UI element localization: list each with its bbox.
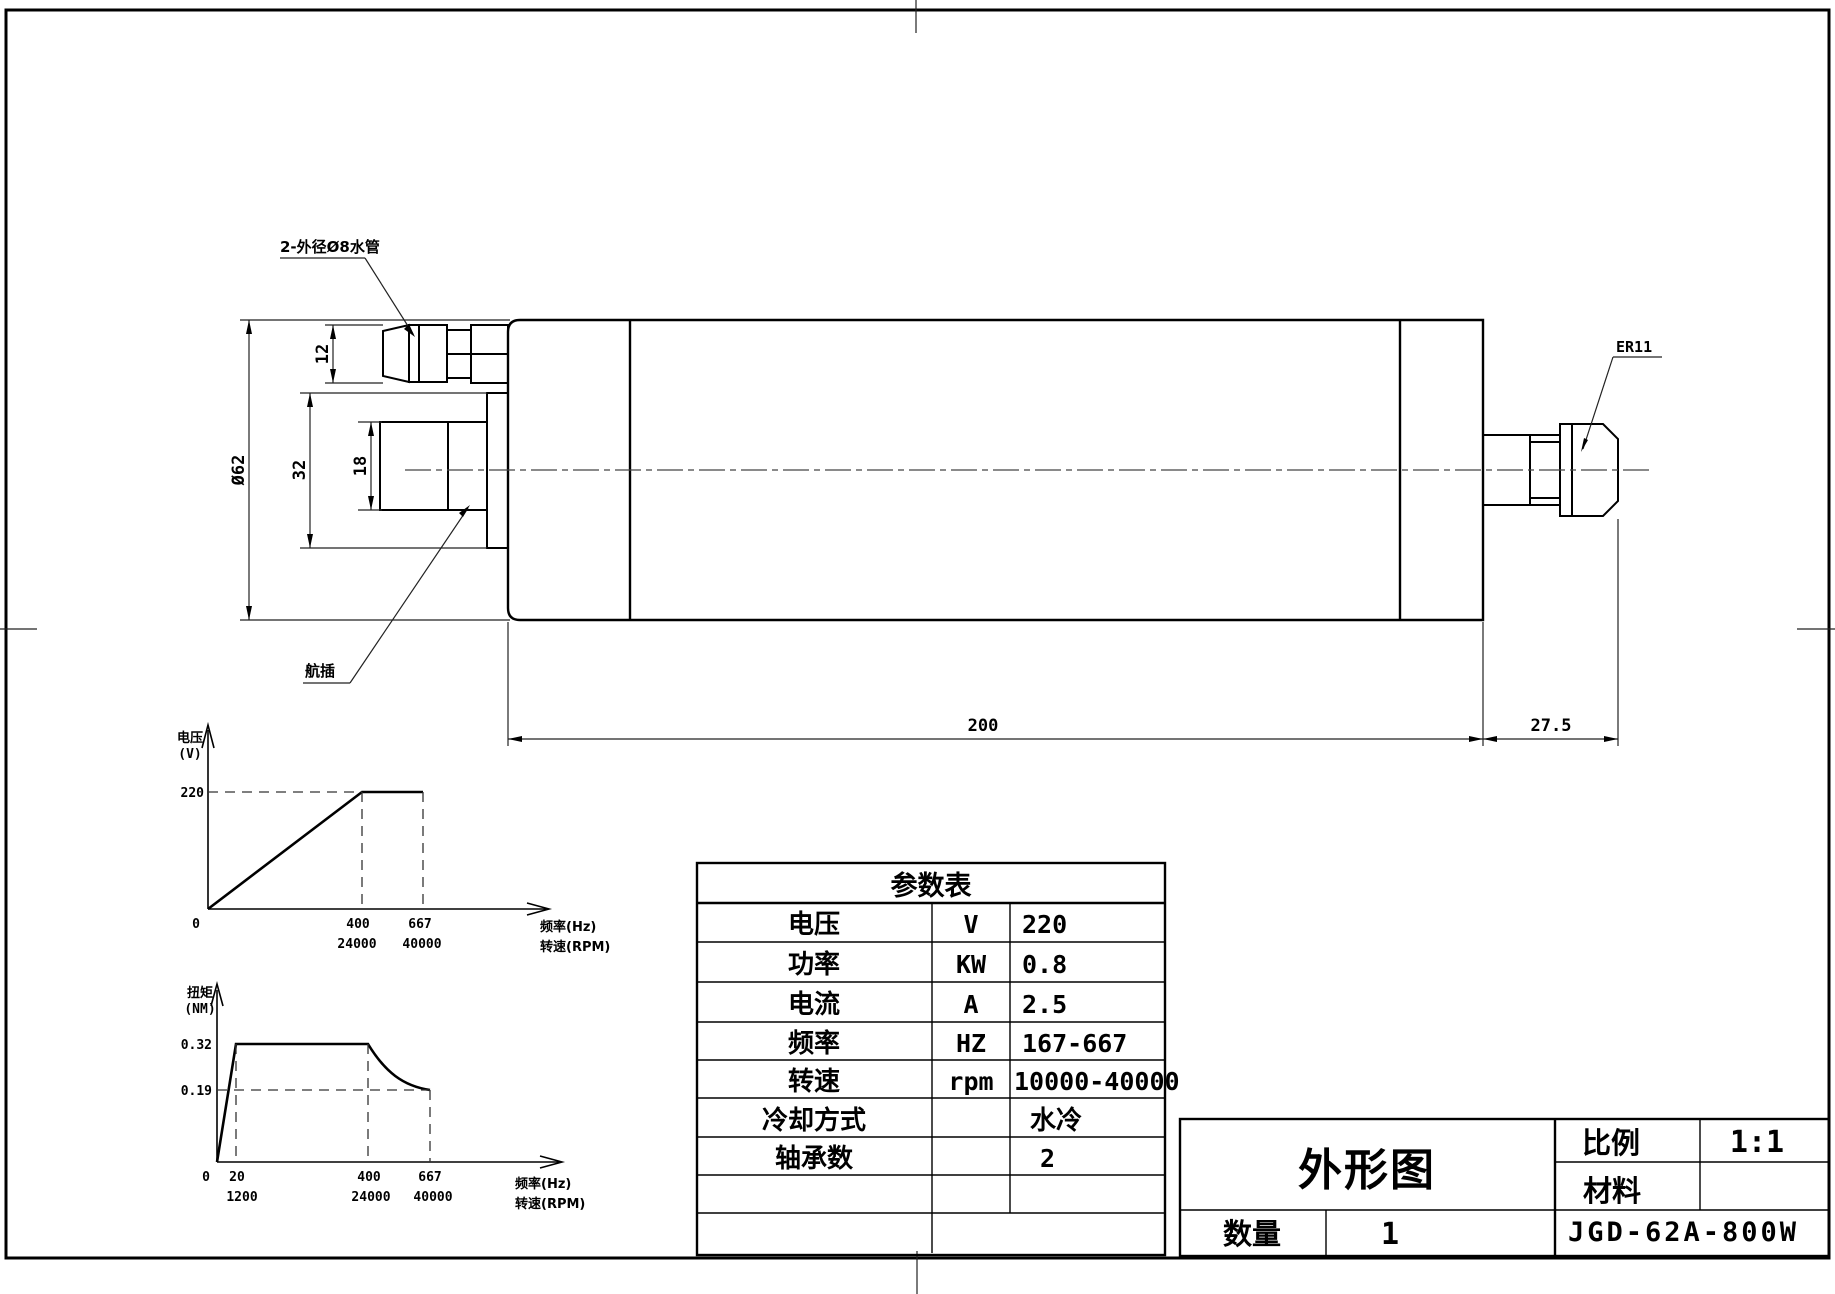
- table-row-name: 冷却方式: [762, 1105, 866, 1136]
- model-number: JGD-62A-800W: [1568, 1217, 1799, 1248]
- chart2-xtick-400: 400: [357, 1170, 381, 1185]
- chart2-x-label-rpm: 转速(RPM): [515, 1196, 585, 1212]
- chart1-xtick-0: 0: [192, 917, 200, 932]
- dim-fitting-height: 12: [313, 344, 333, 364]
- spindle-side-view: [379, 318, 1652, 622]
- table-row-unit: rpm: [948, 1067, 993, 1096]
- spindle-housing-outline: [506, 318, 1485, 622]
- dim-plate-height: 32: [290, 460, 310, 480]
- water-pipe-fitting: [382, 323, 509, 384]
- dim-body-length: 200: [968, 716, 999, 736]
- scale-value: 1:1: [1730, 1125, 1784, 1160]
- water-pipe-label: 2-外径Ø8水管: [280, 238, 380, 256]
- table-row-value: 220: [1022, 910, 1067, 939]
- fitting-barb: [382, 323, 410, 384]
- table-row-value: 10000-40000: [1014, 1067, 1180, 1096]
- table-row-name: 电压: [788, 910, 840, 940]
- chart1-ytick-220: 220: [181, 786, 205, 801]
- chart2-xtick-0: 0: [202, 1170, 210, 1185]
- quantity-value: 1: [1381, 1217, 1399, 1252]
- table-row-name: 频率: [788, 1028, 840, 1059]
- dim-body-diameter: Ø62: [229, 455, 249, 487]
- table-row-value: 167-667: [1022, 1029, 1127, 1058]
- dim-plug-height: 18: [351, 456, 371, 476]
- table-row-unit: HZ: [956, 1029, 986, 1058]
- scale-label: 比例: [1582, 1126, 1640, 1160]
- chart1-xtick-40000: 40000: [402, 937, 441, 952]
- connector-flange: [447, 421, 488, 511]
- torque-frequency-chart: 扭矩 (NM) 0.32 0.19 0 20 400 667 1200 2400…: [181, 980, 585, 1212]
- aviation-plug-connector: [379, 392, 509, 549]
- table-row-name: 轴承数: [775, 1144, 854, 1174]
- table-row-unit: A: [963, 990, 978, 1019]
- table-row-unit: KW: [956, 950, 987, 979]
- chart2-y-unit: (NM): [184, 1002, 215, 1017]
- table-row-value: 2.5: [1022, 990, 1067, 1019]
- chart2-xtick-667: 667: [418, 1170, 441, 1185]
- chart2-ytick-032: 0.32: [181, 1038, 212, 1053]
- table-row-name: 电流: [788, 990, 840, 1020]
- dimension-annotations: Ø62 12 32 18 200 27.5: [229, 319, 1619, 746]
- table-row-unit: V: [963, 910, 978, 939]
- table-title: 参数表: [891, 870, 972, 902]
- chart1-x-label-hz: 频率(Hz): [540, 919, 596, 935]
- table-row-value: 2: [1040, 1144, 1055, 1173]
- dim-nose-length: 27.5: [1531, 716, 1572, 736]
- chart1-x-label-rpm: 转速(RPM): [540, 939, 610, 955]
- table-row-value: 水冷: [1030, 1105, 1082, 1136]
- chart2-ytick-019: 0.19: [181, 1084, 212, 1099]
- chart1-xtick-667: 667: [408, 917, 431, 932]
- chart1-y-label: 电压: [177, 730, 203, 746]
- collet-nut: [1559, 423, 1619, 517]
- table-row-value: 0.8: [1022, 950, 1067, 979]
- voltage-curve: [207, 790, 423, 911]
- connector-body: [379, 421, 449, 511]
- chart2-xtick-40000: 40000: [413, 1190, 452, 1205]
- parameter-table: 参数表 电压 V 220 功率 KW 0.8 电流 A 2.5 频率 HZ 16…: [695, 861, 1180, 1257]
- chart1-y-unit: (V): [178, 747, 201, 762]
- chart2-y-label: 扭矩: [187, 985, 213, 1001]
- leader-annotations: 2-外径Ø8水管 航插 ER11: [280, 238, 1662, 684]
- table-row-name: 功率: [788, 949, 840, 980]
- aviation-plug-label: 航插: [305, 662, 335, 680]
- chart2-x-label-hz: 频率(Hz): [515, 1176, 571, 1192]
- voltage-frequency-chart: 电压 (V) 220 0 400 667 24000 40000 频率(Hz) …: [177, 721, 610, 955]
- material-label: 材料: [1583, 1174, 1641, 1208]
- chart2-xtick-24000: 24000: [351, 1190, 390, 1205]
- chart2-xtick-1200: 1200: [226, 1190, 257, 1205]
- drawing-name: 外形图: [1298, 1145, 1436, 1196]
- title-block: 外形图 比例 1:1 材料 数量 1 JGD-62A-800W: [1178, 1117, 1831, 1258]
- collet-label: ER11: [1616, 338, 1652, 356]
- chart2-xtick-20: 20: [229, 1170, 245, 1185]
- fitting-nut: [408, 324, 448, 383]
- torque-curve: [215, 1042, 431, 1163]
- table-row-name: 转速: [788, 1067, 840, 1097]
- quantity-label: 数量: [1223, 1217, 1281, 1251]
- chart1-xtick-400: 400: [346, 917, 370, 932]
- chart1-xtick-24000: 24000: [337, 937, 376, 952]
